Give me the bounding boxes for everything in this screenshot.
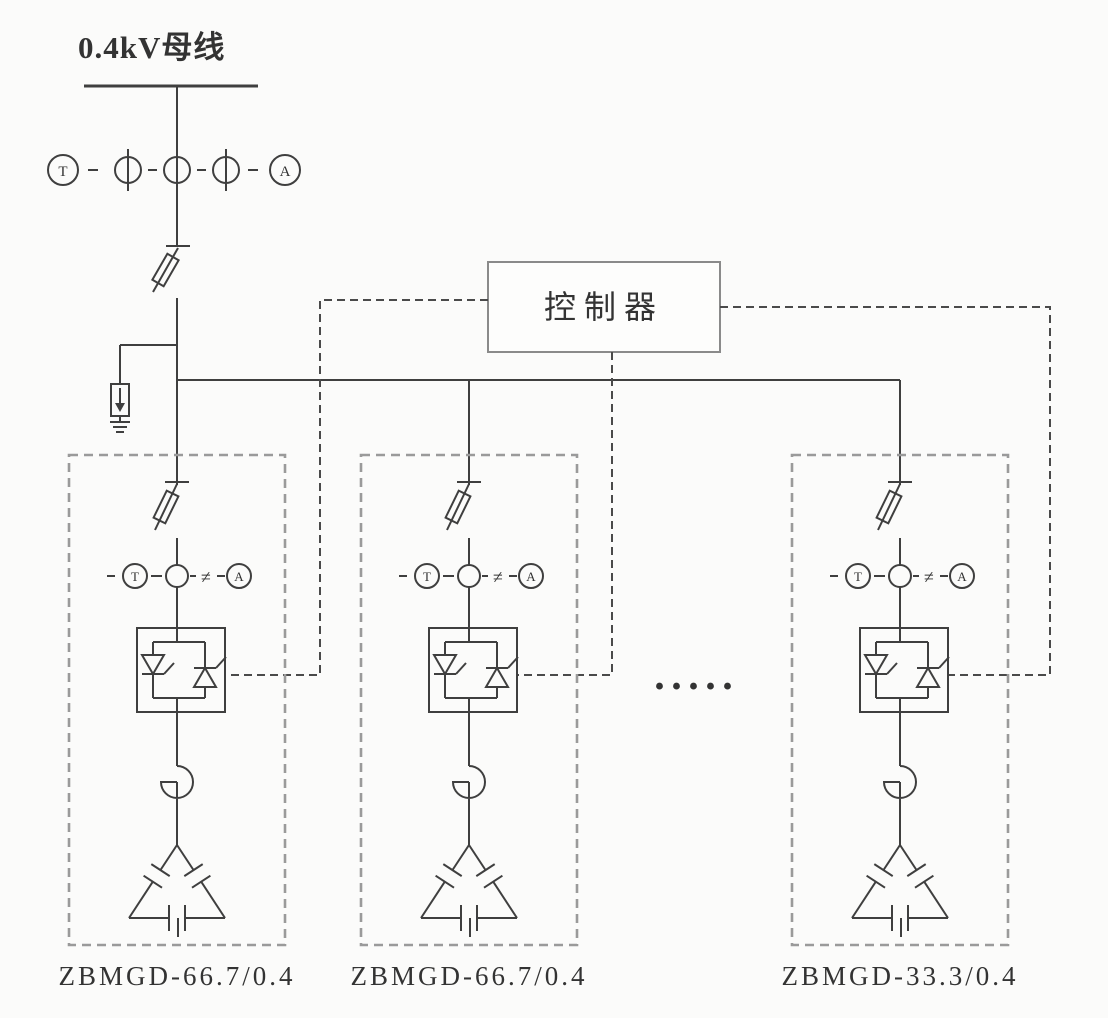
ammeter-label: A: [280, 164, 291, 180]
controller-box: [487, 261, 721, 353]
busbar: 0.4kV母线: [78, 30, 258, 88]
voltage-phase-symbol: [114, 149, 142, 191]
branch-unit-1: [67, 453, 287, 947]
main-breaker: [151, 247, 180, 293]
ground-icon: [110, 421, 130, 433]
control-line-right: [720, 306, 1051, 676]
controller-label: 控制器: [544, 289, 664, 325]
control-line-middle: [517, 352, 613, 676]
more-branches-ellipsis: ·····: [652, 664, 737, 710]
controller: 控制器: [487, 261, 721, 353]
voltage-phase-symbol: [163, 149, 191, 191]
branch-unit-2: [359, 453, 579, 947]
ammeter-icon: [269, 154, 301, 186]
voltage-phase-symbol: [212, 149, 240, 191]
arrester-arrow-icon: [115, 403, 125, 412]
busbar-title: 0.4kV母线: [78, 30, 225, 65]
branch-label-3: ZBMGD-33.3/0.4: [782, 961, 1019, 991]
incoming-meter-row: T A: [47, 149, 301, 191]
branch-unit-3: [790, 453, 1010, 947]
branch-label-2: ZBMGD-66.7/0.4: [351, 961, 588, 991]
branch-label-1: ZBMGD-66.7/0.4: [59, 961, 296, 991]
surge-arrester: [110, 344, 177, 433]
control-line-left: [225, 299, 488, 676]
temperature-meter-label: T: [58, 164, 67, 180]
temperature-meter-icon: [47, 154, 79, 186]
